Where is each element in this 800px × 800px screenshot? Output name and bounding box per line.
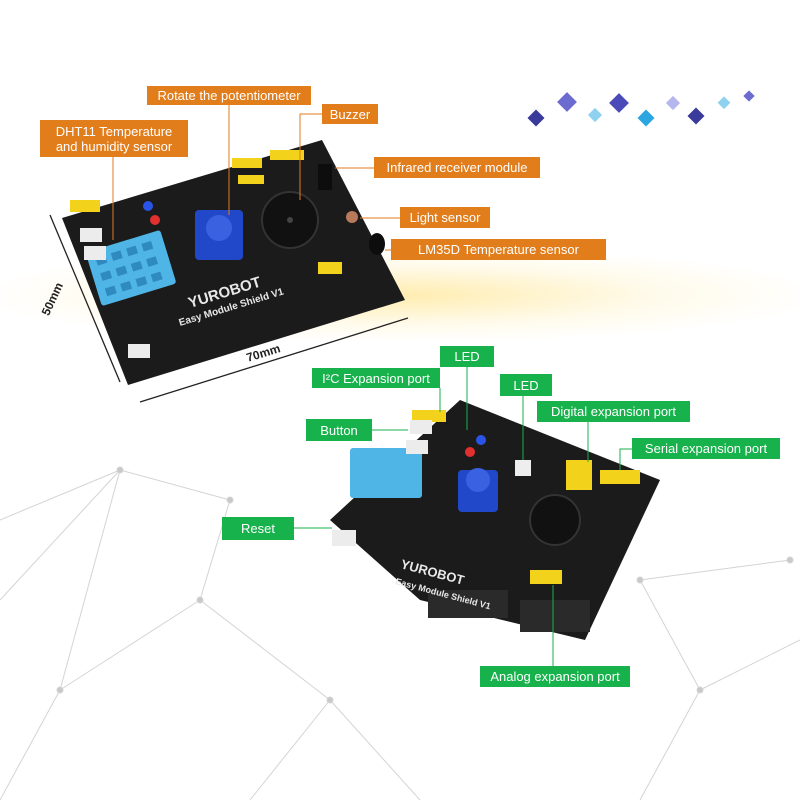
angled-board: YUROBOT Easy Module Shield V1 — [330, 400, 660, 640]
ir-receiver — [318, 164, 332, 190]
callout-i2c-port: I²C Expansion port — [312, 368, 440, 388]
callout-ir-receiver: Infrared receiver module — [374, 157, 540, 178]
callout-digital-port: Digital expansion port — [537, 401, 690, 422]
callout-reset: Reset — [222, 517, 294, 540]
callout-potentiometer: Rotate the potentiometer — [147, 86, 311, 105]
decorative-squares — [527, 90, 755, 127]
callout-analog-port: Analog expansion port — [480, 666, 630, 687]
reset-button — [332, 530, 356, 546]
callout-dht11: DHT11 Temperature and humidity sensor — [40, 120, 188, 157]
callout-buzzer: Buzzer — [322, 104, 378, 124]
rgb-led — [515, 460, 531, 476]
callout-serial-port: Serial expansion port — [632, 438, 780, 459]
lm35d — [369, 233, 385, 255]
dimension-lines — [49, 214, 409, 403]
dht11-sensor-angled — [350, 448, 422, 498]
callout-led-2: LED — [500, 374, 552, 396]
callout-led-1: LED — [440, 346, 494, 367]
buzzer-angled — [529, 494, 581, 546]
callout-lm35d: LM35D Temperature sensor — [391, 239, 606, 260]
dht11-sensor — [86, 230, 176, 306]
top-board: YUROBOT Easy Module Shield V1 — [62, 140, 405, 385]
light-sensor — [346, 211, 358, 223]
network-mesh — [0, 466, 800, 800]
callout-button: Button — [306, 419, 372, 441]
leader-lines — [112, 104, 632, 666]
callout-light-sensor: Light sensor — [400, 207, 490, 228]
